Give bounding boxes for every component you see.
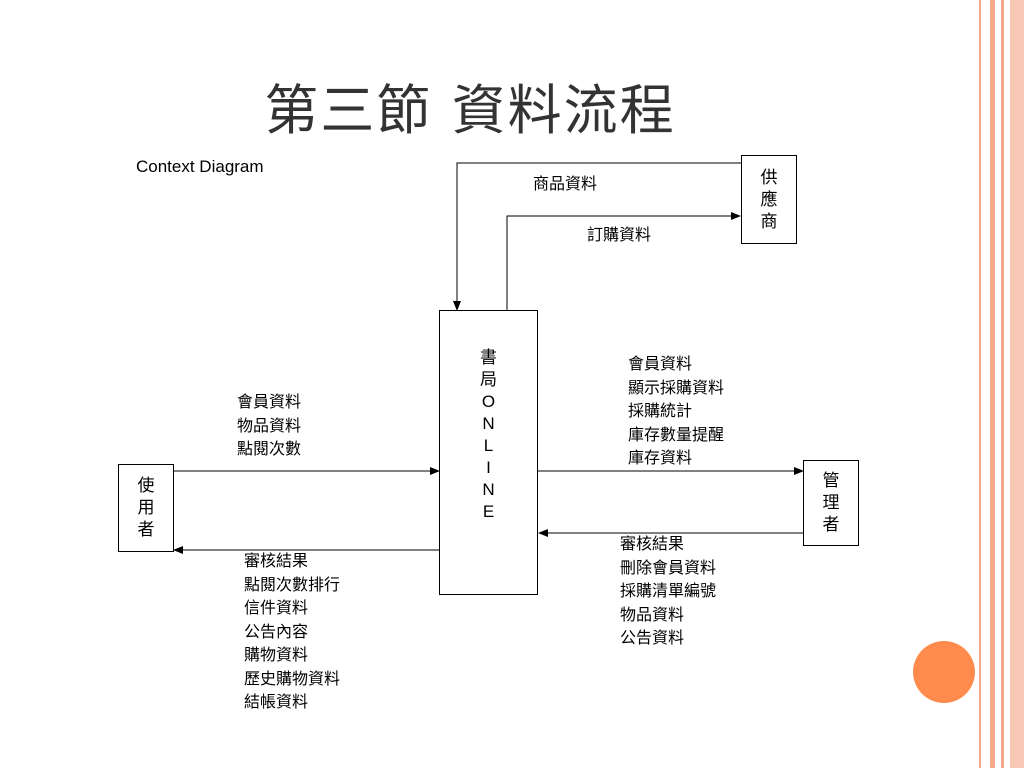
frame-line-1 bbox=[979, 0, 981, 768]
entity-supplier: 供 應 商 bbox=[741, 155, 797, 244]
flow-label-item: 採購統計 bbox=[628, 401, 693, 420]
entity-system: 書 局 O N L I N E bbox=[439, 310, 538, 595]
supplier-char: 應 bbox=[760, 189, 778, 210]
system-char: E bbox=[482, 502, 495, 521]
diagram-subtitle: Context Diagram bbox=[136, 157, 264, 176]
flow-label-system-to-supplier: 訂購資料 bbox=[587, 225, 652, 244]
flow-system-to-supplier bbox=[506, 212, 741, 310]
flow-label-item: 點閱次數排行 bbox=[244, 574, 341, 594]
flow-label-supplier-to-system: 商品資料 bbox=[533, 174, 598, 193]
flow-label-item: 公告內容 bbox=[244, 621, 309, 641]
flow-label-item: 審核結果 bbox=[244, 551, 309, 570]
flow-label-item: 庫存資料 bbox=[628, 448, 693, 467]
flow-label-item: 審核結果 bbox=[620, 534, 685, 553]
flow-labels-admin-to-system: 審核結果 刪除會員資料 採購清單編號 物品資料 公告資料 bbox=[620, 532, 716, 650]
flow-label-item: 信件資料 bbox=[244, 598, 309, 617]
user-char: 者 bbox=[137, 520, 155, 540]
flow-label-item: 公告資料 bbox=[620, 628, 685, 647]
user-char: 使 bbox=[137, 476, 155, 496]
entity-user: 使 用 者 bbox=[118, 464, 174, 552]
supplier-char: 供 bbox=[760, 167, 778, 188]
user-char: 用 bbox=[137, 498, 155, 518]
system-char: 局 bbox=[480, 370, 497, 389]
system-char: N bbox=[482, 414, 495, 433]
admin-char: 管 bbox=[822, 471, 840, 491]
flow-label-item: 點閱次數 bbox=[237, 439, 302, 458]
flow-label-item: 物品資料 bbox=[237, 415, 302, 435]
flow-labels-system-to-user: 審核結果 點閱次數排行 信件資料 公告內容 購物資料 歷史購物資料 結帳資料 bbox=[244, 549, 340, 714]
decorative-orange-dot bbox=[913, 641, 975, 703]
system-char: I bbox=[486, 458, 491, 477]
flow-label-item: 結帳資料 bbox=[244, 692, 309, 711]
flow-label-item: 購物資料 bbox=[244, 645, 309, 664]
entity-admin: 管 理 者 bbox=[803, 460, 859, 546]
flow-supplier-to-system bbox=[453, 162, 741, 311]
admin-char: 者 bbox=[822, 515, 840, 535]
flow-label-item: 庫存數量提醒 bbox=[628, 424, 725, 444]
frame-line-4 bbox=[1010, 0, 1024, 768]
frame-line-3 bbox=[1001, 0, 1004, 768]
flow-labels-user-to-system: 會員資料 物品資料 點閱次數 bbox=[237, 390, 301, 461]
system-char: O bbox=[481, 392, 496, 411]
flow-label-item: 物品資料 bbox=[620, 604, 685, 624]
supplier-char: 商 bbox=[760, 211, 778, 232]
admin-char: 理 bbox=[822, 493, 840, 513]
system-char: N bbox=[482, 480, 495, 499]
frame-line-2 bbox=[990, 0, 995, 768]
flow-label-item: 會員資料 bbox=[237, 392, 302, 411]
system-char: L bbox=[483, 436, 494, 455]
flow-label-item: 歷史購物資料 bbox=[244, 668, 341, 688]
flow-labels-system-to-admin: 會員資料 顯示採購資料 採購統計 庫存數量提醒 庫存資料 bbox=[628, 352, 724, 470]
system-char: 書 bbox=[480, 348, 497, 367]
slide-title: 第三節 資料流程 bbox=[264, 79, 676, 142]
flow-label-item: 採購清單編號 bbox=[620, 581, 717, 600]
flow-label-item: 刪除會員資料 bbox=[620, 557, 717, 577]
flow-label-item: 顯示採購資料 bbox=[628, 377, 725, 397]
flow-label-item: 會員資料 bbox=[628, 354, 693, 373]
